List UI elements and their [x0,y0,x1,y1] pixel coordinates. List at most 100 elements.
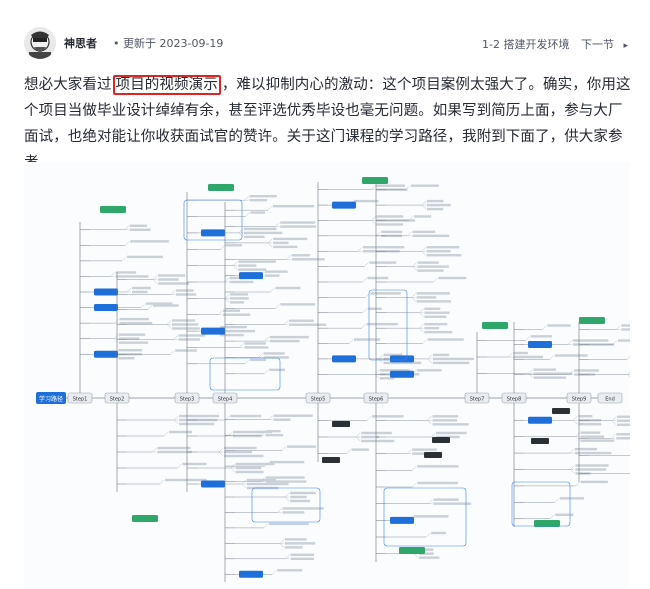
leaf-link [361,324,366,329]
leaf-text-bar [574,451,612,455]
leaf-text-bar [129,224,147,227]
leaf-text-bar [417,269,444,272]
leaf-text-bar [118,353,143,356]
leaf-text-bar [230,293,248,296]
leaf-text-bar [427,338,464,341]
leaf-link [528,369,533,374]
leaf-text-bar [224,446,257,450]
leaf-link [275,304,280,309]
leaf-link [110,272,115,277]
leaf-text-bar [171,319,196,322]
leaf-text-bar [129,228,151,231]
group-outline [383,487,467,547]
leaf-text-bar [244,235,265,239]
leaf-text-bar [244,346,269,349]
leaf-text-bar [412,448,437,451]
leaf-link [412,482,417,488]
leaf-text-bar [621,328,630,331]
leaf-text-bar [432,423,469,426]
leaf-text-bar [269,339,300,343]
leaf-text-bar [414,215,432,218]
leaf-link [567,340,572,345]
leaf-text-bar [275,286,301,290]
highlight-node [201,327,225,335]
dark-node [322,457,340,463]
leaf-text-bar [222,313,251,316]
leaf-link [569,448,574,454]
leaf-text-bar [376,215,404,218]
leaf-text-bar [575,464,609,467]
leaf-link [152,279,158,284]
leaf-link [371,216,376,221]
leaf-link [430,432,436,438]
leaf-text-bar [232,434,262,438]
leaf-link [346,449,351,454]
leaf-text-bar [171,323,199,326]
leaf-link [217,310,223,315]
leaf-text-bar [361,431,392,435]
leaf-link [408,216,414,221]
leaf-link [230,467,235,473]
leaf-link [626,356,630,360]
leaf-link [525,336,530,341]
leaf-text-bar [367,307,382,310]
article-header: 神思者 • 更新于 2023-09-19 1-2 搭建开发环境 下一节 ▸ [24,27,634,61]
leaf-text-bar [424,330,453,334]
leaf-text-bar [574,369,599,372]
leaf-link [239,343,244,348]
leaf-text-bar [351,448,369,451]
highlight-node [390,355,414,363]
leaf-text-bar [158,282,189,285]
leaf-link [140,303,146,308]
leaf-link [611,420,617,425]
leaf-text-bar [269,460,305,464]
leaf-link [570,469,575,474]
chevron-right-icon[interactable]: ▸ [623,41,628,51]
leaf-text-bar [126,255,163,259]
leaf-link [412,262,417,267]
leaf-text-bar [118,337,140,340]
leaf-text-bar [376,223,403,226]
leaf-link [419,328,424,333]
root-node-label: 学习路径 [39,395,63,403]
leaf-text-bar [578,419,602,422]
leaf-text-bar [244,231,283,235]
highlight-node [201,480,225,488]
group-outline [511,481,571,527]
author-name[interactable]: 神思者 [64,37,97,50]
leaf-text-bar [235,462,275,466]
leaf-text-bar [288,323,327,326]
leaf-link [374,374,379,379]
leaf-text-bar [229,276,246,280]
leaf-text-bar [286,445,316,448]
group-outline [209,357,281,391]
leaf-text-bar [426,207,444,211]
next-chapter-link[interactable]: 下一节 [580,38,614,51]
group-outline [251,487,321,523]
leaf-text-bar [222,309,240,312]
leaf-text-bar [412,452,429,455]
leaf-text-bar [290,491,316,495]
leaf-link [575,481,580,487]
leaf-text-bar [433,502,472,505]
leaf-text-bar [366,322,398,326]
leaf-link [267,242,273,248]
avatar[interactable] [24,27,56,59]
leaf-link [285,496,290,502]
section-header-node [579,317,605,324]
leaf-link [245,212,250,217]
section-header-node [399,547,425,554]
leaf-text-bar [371,415,404,418]
leaf-text-bar [273,245,298,249]
leaf-link [362,277,367,283]
highlight-node [239,570,263,578]
leaf-text-bar [419,556,440,559]
leaf-link [433,277,438,283]
leaf-text-bar [426,246,460,249]
leaf-text-bar [230,414,262,418]
leaf-text-bar [290,499,311,503]
leaf-text-bar [265,476,305,479]
leaf-text-bar [263,356,289,359]
leaf-link [428,499,433,504]
